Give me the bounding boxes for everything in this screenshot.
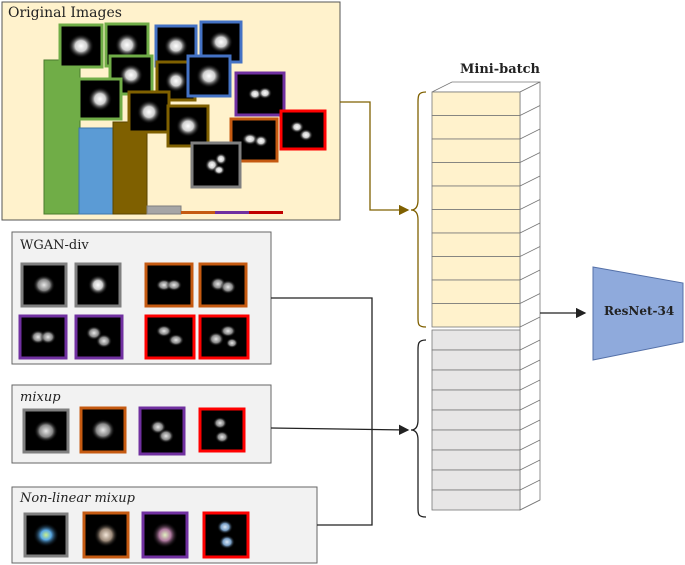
thumb-olive-3	[166, 104, 210, 148]
connector-mixup	[270, 424, 410, 436]
thumb-orange-1	[229, 117, 279, 163]
nonlinear-thumb-orange	[82, 511, 130, 559]
nonlinear-mixup-panel	[11, 486, 318, 564]
wgan-thumb-purple-1	[18, 314, 68, 360]
nonlinear-thumb-gray	[23, 512, 69, 558]
bar-olive	[112, 121, 148, 215]
wgan-div-panel	[11, 231, 272, 365]
synthetic-image-slot-edge	[519, 439, 541, 451]
synthetic-image-slot	[431, 469, 521, 491]
wgan-thumb-orange-1	[144, 262, 194, 308]
real-image-slot	[431, 303, 521, 328]
thumb-purple-1	[234, 71, 286, 117]
real-image-slot	[431, 279, 521, 304]
bar-green	[43, 59, 81, 215]
real-image-slot	[431, 115, 521, 140]
synthetic-image-slot-edge	[519, 499, 541, 511]
nonlinear-thumb-purple	[141, 511, 189, 559]
wgan-thumb-gray-2	[74, 262, 122, 308]
mixup-thumb-gray	[22, 408, 70, 454]
thumb-green-1	[58, 23, 104, 69]
real-image-slot-edge	[519, 199, 541, 210]
minibatch-stack	[431, 81, 541, 511]
real-image-slot-edge	[519, 246, 541, 257]
upper-bracket	[410, 91, 427, 328]
real-image-slot	[431, 232, 521, 257]
wgan-thumb-orange-2	[198, 262, 248, 308]
real-image-slot-edge	[519, 105, 541, 116]
real-image-slot-edge	[519, 128, 541, 140]
mixup-panel	[11, 384, 272, 464]
wgan-div-title: WGAN-div	[20, 238, 89, 253]
thumb-green-4	[77, 77, 123, 121]
real-image-slot-edge	[519, 175, 541, 187]
connector-wgan	[271, 297, 373, 430]
mixup-title: mixup	[20, 390, 61, 405]
synthetic-image-slot	[431, 409, 521, 431]
synthetic-image-slot-edge	[519, 379, 541, 391]
synthetic-image-slot-edge	[519, 339, 541, 351]
synthetic-image-slot	[431, 489, 521, 511]
real-image-slot-edge	[519, 152, 541, 163]
real-image-slot-edge	[519, 269, 541, 281]
minibatch-side-face	[519, 81, 541, 511]
bar-orange	[181, 211, 215, 214]
lower-bracket	[410, 339, 427, 518]
connector-nonlinear	[317, 430, 373, 526]
nonlinear-thumb-red	[202, 511, 250, 559]
resnet-label: ResNet-34	[604, 304, 675, 318]
real-image-slot	[431, 185, 521, 210]
original-images-panel	[1, 1, 341, 221]
real-image-slot	[431, 91, 521, 116]
real-image-slot-edge	[519, 293, 541, 304]
synthetic-image-slot-edge	[519, 359, 541, 371]
thumb-gray-1	[190, 141, 242, 189]
original-images-title: Original Images	[8, 5, 122, 21]
synthetic-image-slot	[431, 429, 521, 451]
bar-blue	[78, 127, 114, 215]
synthetic-image-slot	[431, 449, 521, 471]
real-image-slot-edge	[519, 316, 541, 328]
real-image-slot-edge	[519, 222, 541, 234]
mixup-thumb-purple	[138, 406, 186, 456]
thumb-olive-2	[127, 90, 171, 134]
real-image-slot	[431, 138, 521, 163]
wgan-thumb-gray-1	[20, 262, 68, 308]
mixup-thumb-red	[198, 407, 246, 453]
bar-purple	[215, 211, 249, 214]
connector-original-to-batch	[340, 101, 410, 216]
wgan-thumb-red-2	[198, 314, 250, 360]
wgan-thumb-red-1	[144, 314, 196, 360]
synthetic-image-slot	[431, 349, 521, 371]
synthetic-image-slot	[431, 369, 521, 391]
synthetic-image-slot-edge	[519, 399, 541, 411]
synthetic-image-slot	[431, 389, 521, 411]
bar-red	[249, 211, 283, 214]
thumb-red-1	[279, 109, 327, 151]
nonlinear-mixup-title: Non-linear mixup	[20, 491, 135, 506]
mixup-thumb-orange	[79, 406, 127, 454]
thumb-blue-3	[186, 54, 232, 98]
minibatch-title: Mini-batch	[460, 62, 540, 77]
real-image-slot	[431, 209, 521, 234]
real-image-slot	[431, 162, 521, 187]
bar-gray	[146, 205, 182, 215]
resnet-block	[592, 266, 684, 361]
wgan-thumb-purple-2	[74, 314, 124, 360]
synthetic-image-slot-edge	[519, 459, 541, 471]
synthetic-image-slot-edge	[519, 479, 541, 491]
synthetic-image-slot-edge	[519, 419, 541, 431]
real-image-slot	[431, 256, 521, 281]
synthetic-image-slot	[431, 329, 521, 351]
